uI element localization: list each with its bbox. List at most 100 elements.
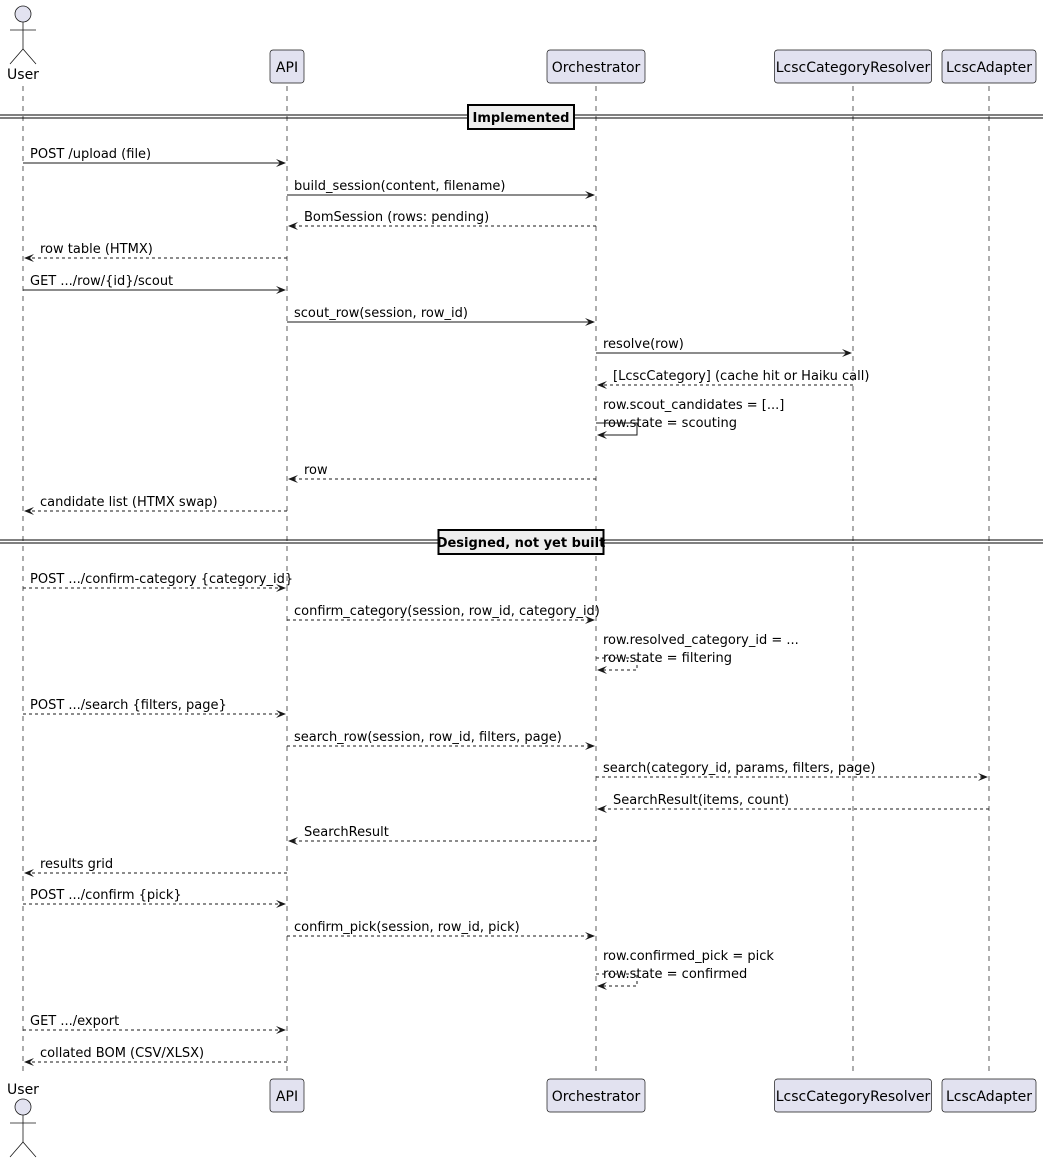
arrowhead: [585, 932, 595, 940]
message: row.resolved_category_id = ... row.state …: [596, 633, 799, 674]
participant-label: LcscAdapter: [946, 60, 1032, 76]
participant-api-top: API: [269, 49, 305, 84]
actor-user-top: User: [7, 5, 39, 83]
arrowhead: [24, 507, 34, 515]
arrowhead: [24, 254, 34, 262]
message-label: resolve(row): [603, 337, 684, 352]
participant-label: API: [276, 60, 298, 76]
arrowhead: [585, 742, 595, 750]
arrowhead: [288, 222, 298, 230]
message: confirm_category(session, row_id, catego…: [287, 604, 600, 624]
message-label: row.state = filtering: [603, 651, 732, 666]
message-label: search(category_id, params, filters, pag…: [603, 761, 875, 776]
message: POST .../confirm {pick}: [23, 888, 286, 908]
message-label: SearchResult(items, count): [613, 793, 789, 808]
arrowhead: [276, 159, 286, 167]
message-label: row.state = confirmed: [603, 967, 747, 982]
actor-user-bottom: User: [7, 1082, 39, 1158]
arrowhead: [24, 1058, 34, 1066]
arrowhead: [288, 475, 298, 483]
message: SearchResult(items, count): [597, 793, 989, 813]
arrowhead: [585, 191, 595, 199]
arrowhead: [276, 900, 286, 908]
arrowhead: [585, 616, 595, 624]
message-label: POST .../confirm {pick}: [30, 888, 182, 903]
arrowhead: [276, 1026, 286, 1034]
actor-figure-icon: [9, 1098, 37, 1158]
divider-label: Designed, not yet built: [437, 536, 606, 551]
message-label: POST /upload (file): [30, 147, 151, 162]
participant-resolver-top: LcscCategoryResolver: [774, 49, 932, 84]
message-label: row: [304, 463, 328, 478]
message: SearchResult: [288, 825, 596, 845]
message: confirm_pick(session, row_id, pick): [287, 920, 595, 940]
participant-resolver-bottom: LcscCategoryResolver: [774, 1078, 932, 1113]
message: POST /upload (file): [23, 147, 286, 167]
participant-label: Orchestrator: [552, 1089, 641, 1105]
arrowhead: [597, 431, 607, 439]
message-label: build_session(content, filename): [294, 179, 505, 194]
arrowhead: [978, 773, 988, 781]
participant-orch-bottom: Orchestrator: [546, 1078, 646, 1113]
message-label: confirm_category(session, row_id, catego…: [294, 604, 600, 619]
section-divider: Designed, not yet built: [0, 529, 1043, 555]
message: search_row(session, row_id, filters, pag…: [287, 730, 595, 750]
message: resolve(row): [596, 337, 852, 357]
message: results grid: [24, 857, 287, 877]
participant-label: User: [7, 1082, 39, 1098]
participant-label: User: [7, 67, 39, 83]
participant-adapter-top: LcscAdapter: [941, 49, 1037, 84]
message-label: POST .../search {filters, page}: [30, 698, 227, 713]
arrowhead: [276, 710, 286, 718]
message-label: row.resolved_category_id = ...: [603, 633, 799, 648]
message: [LcscCategory] (cache hit or Haiku call): [597, 369, 869, 389]
message: candidate list (HTMX swap): [24, 495, 287, 515]
participant-adapter-bottom: LcscAdapter: [941, 1078, 1037, 1113]
message: POST .../confirm-category {category_id}: [23, 572, 293, 592]
message-label: row.confirmed_pick = pick: [603, 949, 774, 964]
participant-orch-top: Orchestrator: [546, 49, 646, 84]
message-label: candidate list (HTMX swap): [40, 495, 218, 510]
participant-label: LcscCategoryResolver: [776, 60, 931, 76]
participant-label: Orchestrator: [552, 60, 641, 76]
section-divider: Implemented: [0, 104, 1043, 130]
message: row.confirmed_pick = pick row.state = con…: [596, 949, 774, 990]
arrowhead: [276, 584, 286, 592]
arrowhead: [24, 869, 34, 877]
message-label: confirm_pick(session, row_id, pick): [294, 920, 520, 935]
message: GET .../row/{id}/scout: [23, 274, 286, 294]
message-label: POST .../confirm-category {category_id}: [30, 572, 293, 587]
message: row.scout_candidates = [...]row.state = …: [596, 398, 784, 439]
arrowhead: [288, 837, 298, 845]
message: BomSession (rows: pending): [288, 210, 596, 230]
arrowhead: [597, 982, 607, 990]
message: row: [288, 463, 596, 483]
message-label: [LcscCategory] (cache hit or Haiku call): [613, 369, 869, 384]
message-label: row table (HTMX): [40, 242, 153, 257]
divider-label: Implemented: [473, 111, 570, 126]
message-label: results grid: [40, 857, 113, 872]
message-label: GET .../export: [30, 1014, 119, 1029]
participant-api-bottom: API: [269, 1078, 305, 1113]
participant-label: LcscAdapter: [946, 1089, 1032, 1105]
arrowhead: [585, 318, 595, 326]
message-label: collated BOM (CSV/XLSX): [40, 1046, 204, 1061]
message: collated BOM (CSV/XLSX): [24, 1046, 287, 1066]
message-label: search_row(session, row_id, filters, pag…: [294, 730, 562, 745]
message-label: GET .../row/{id}/scout: [30, 274, 173, 289]
arrowhead: [597, 805, 607, 813]
message-label: scout_row(session, row_id): [294, 306, 468, 321]
arrowhead: [597, 381, 607, 389]
message: build_session(content, filename): [287, 179, 595, 199]
message: GET .../export: [23, 1014, 286, 1034]
message: row table (HTMX): [24, 242, 287, 262]
message: search(category_id, params, filters, pag…: [596, 761, 988, 781]
participant-label: LcscCategoryResolver: [776, 1089, 931, 1105]
arrowhead: [842, 349, 852, 357]
arrowhead: [276, 286, 286, 294]
message-label: BomSession (rows: pending): [304, 210, 489, 225]
arrowhead: [597, 666, 607, 674]
actor-figure-icon: [9, 5, 37, 65]
message: scout_row(session, row_id): [287, 306, 595, 326]
